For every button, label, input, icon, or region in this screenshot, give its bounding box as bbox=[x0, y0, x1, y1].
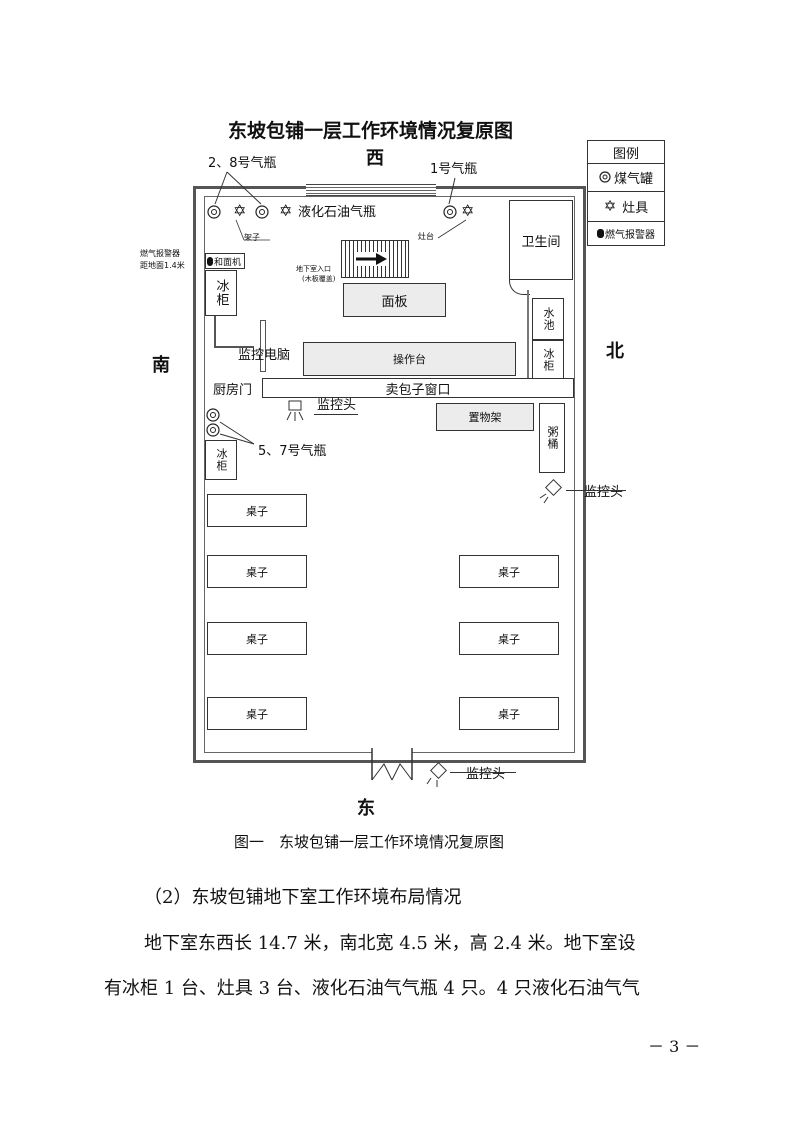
table: 桌子 bbox=[459, 555, 559, 588]
label-toilet: 卫生间 bbox=[521, 234, 561, 250]
direction-south: 南 bbox=[152, 355, 170, 376]
gas-alarm-icon bbox=[597, 228, 604, 238]
label-sink: 水池 bbox=[542, 307, 555, 331]
north-partition bbox=[527, 290, 529, 380]
operating-console: 操作台 bbox=[303, 342, 516, 376]
stove-icon: ✡ bbox=[279, 201, 293, 220]
camera-icon bbox=[286, 400, 304, 421]
legend-item-gas-tank: 煤气罐 bbox=[588, 163, 664, 192]
gas-tank-icon bbox=[599, 171, 611, 183]
storage-rack: 置物架 bbox=[436, 403, 534, 431]
stove-icon: ✡ bbox=[233, 201, 247, 220]
camera-pointer bbox=[566, 490, 626, 491]
label-monitor-pc: 监控电脑 bbox=[238, 348, 291, 363]
camera-icon bbox=[539, 479, 562, 504]
label-kitchen-door: 厨房门 bbox=[213, 383, 253, 398]
label-freezer: 冰柜 bbox=[542, 348, 555, 372]
bottle-pointer-lines bbox=[214, 171, 456, 205]
label-table: 桌子 bbox=[498, 632, 520, 646]
shelf-stove-pointers bbox=[235, 219, 467, 241]
label-board: 面板 bbox=[381, 294, 408, 310]
selling-window: 卖包子窗口 bbox=[262, 378, 574, 398]
label-table: 桌子 bbox=[498, 565, 520, 579]
label-sell-window: 卖包子窗口 bbox=[385, 382, 451, 398]
gas-alarm-icon bbox=[207, 256, 213, 266]
label-basement-entry: 地下室入口 bbox=[296, 265, 331, 273]
figure-caption: 图一 东坡包铺一层工作环境情况复原图 bbox=[234, 833, 505, 851]
stairs-arrow bbox=[354, 252, 388, 266]
label-bottles-2-8: 2、8号气瓶 bbox=[208, 156, 277, 171]
label-alarm-note-2: 距地面1.4米 bbox=[140, 261, 185, 270]
freezer-north: 冰柜 bbox=[532, 340, 564, 380]
paragraph-line: 有冰柜 1 台、灶具 3 台、液化石油气气瓶 4 只。4 只液化石油气气 bbox=[104, 978, 640, 999]
direction-east: 东 bbox=[357, 798, 375, 819]
label-table: 桌子 bbox=[246, 565, 268, 579]
label-camera: 监控头 bbox=[317, 398, 357, 413]
figure-title: 东坡包铺一层工作环境情况复原图 bbox=[228, 120, 514, 142]
label-table: 桌子 bbox=[246, 632, 268, 646]
freezer: 冰柜 bbox=[205, 440, 237, 480]
kitchen-partition bbox=[214, 346, 254, 348]
kitchen-partition bbox=[214, 316, 216, 346]
legend-label: 煤气罐 bbox=[613, 171, 653, 187]
label-porridge-bucket: 粥桶 bbox=[546, 426, 559, 450]
label-storage-rack: 置物架 bbox=[468, 411, 502, 424]
gas-tank-icon bbox=[206, 408, 220, 437]
direction-west: 西 bbox=[366, 148, 384, 169]
table: 桌子 bbox=[207, 555, 307, 588]
camera-pointer bbox=[450, 772, 516, 773]
legend-title: 图例 bbox=[588, 141, 664, 164]
direction-north: 北 bbox=[606, 341, 624, 362]
page-number: － 3 － bbox=[648, 1037, 701, 1056]
east-door-gap bbox=[372, 748, 412, 760]
dough-machine: 和面机 bbox=[205, 253, 245, 269]
dough-board: 面板 bbox=[343, 283, 446, 317]
camera-pointer bbox=[314, 414, 358, 415]
bottle-pointer-lines bbox=[219, 421, 255, 445]
sink: 水池 bbox=[532, 298, 564, 340]
table: 桌子 bbox=[459, 622, 559, 655]
label-freezer: 冰柜 bbox=[213, 279, 229, 307]
east-door bbox=[371, 748, 413, 781]
label-table: 桌子 bbox=[498, 707, 520, 721]
camera-icon bbox=[426, 762, 447, 787]
toilet-room: 卫生间 bbox=[509, 200, 573, 280]
label-console: 操作台 bbox=[393, 353, 426, 366]
label-stove: 灶台 bbox=[418, 232, 434, 241]
label-lpg-bottle: 液化石油气瓶 bbox=[298, 205, 377, 220]
table: 桌子 bbox=[207, 622, 307, 655]
label-freezer: 冰柜 bbox=[215, 448, 228, 472]
table: 桌子 bbox=[459, 697, 559, 730]
paragraph-line: 地下室东西长 14.7 米，南北宽 4.5 米，高 2.4 米。地下室设 bbox=[144, 933, 636, 954]
west-window bbox=[306, 184, 436, 196]
label-bottle-1: 1号气瓶 bbox=[430, 162, 478, 177]
gas-tank-icon bbox=[255, 205, 269, 219]
table: 桌子 bbox=[207, 494, 307, 527]
freezer: 冰柜 bbox=[205, 270, 237, 316]
stove-icon: ✡ bbox=[461, 201, 475, 220]
legend: 图例 煤气罐 ✡ 灶具 燃气报警器 bbox=[587, 140, 665, 246]
porridge-bucket: 粥桶 bbox=[539, 403, 565, 473]
label-alarm-note-1: 燃气报警器 bbox=[140, 249, 180, 258]
legend-item-gas-alarm: 燃气报警器 bbox=[588, 221, 664, 245]
table: 桌子 bbox=[207, 697, 307, 730]
label-table: 桌子 bbox=[246, 707, 268, 721]
label-shelf: 架子 bbox=[244, 233, 260, 242]
gas-tank-icon bbox=[207, 205, 221, 219]
legend-item-stove: ✡ 灶具 bbox=[588, 191, 664, 222]
kitchen-partition bbox=[260, 320, 266, 372]
label-camera: 监控头 bbox=[466, 767, 506, 782]
stove-icon: ✡ bbox=[603, 197, 617, 215]
label-camera: 监控头 bbox=[584, 485, 624, 500]
label-table: 桌子 bbox=[246, 504, 268, 518]
section-heading: （2）东坡包铺地下室工作环境布局情况 bbox=[144, 887, 462, 908]
label-dough-machine: 和面机 bbox=[214, 257, 242, 268]
label-bottles-5-7: 5、7号气瓶 bbox=[258, 444, 327, 459]
legend-label: 灶具 bbox=[622, 200, 649, 216]
label-basement-entry-cover: (木板覆盖) bbox=[302, 275, 336, 283]
gas-tank-icon bbox=[443, 205, 457, 219]
legend-label: 燃气报警器 bbox=[605, 229, 655, 241]
